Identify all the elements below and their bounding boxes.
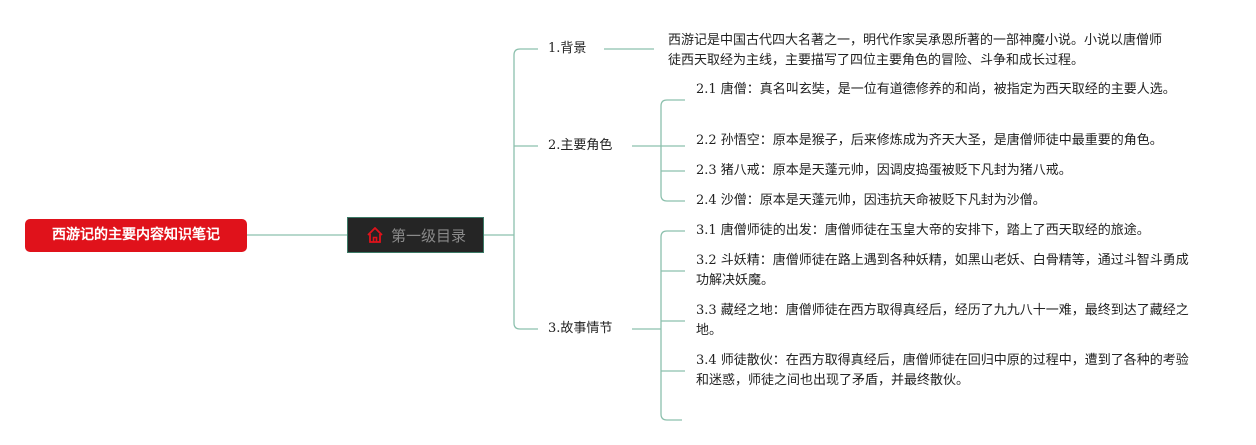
root-title: 西游记的主要内容知识笔记 xyxy=(52,227,220,243)
character-tangseng[interactable]: 2.1 唐僧：真名叫玄奘，是一位有道德修养的和尚，被指定为西天取经的主要人选。 xyxy=(696,82,1176,97)
character-shaseng[interactable]: 2.4 沙僧：原本是天蓬元帅，因违抗天命被贬下凡封为沙僧。 xyxy=(696,193,1046,208)
character-sunwukong[interactable]: 2.2 孙悟空：原本是猴子，后来修炼成为齐天大圣，是唐僧师徒中最重要的角色。 xyxy=(696,133,1163,148)
level1-node[interactable]: 第一级目录 xyxy=(347,217,484,253)
root-node[interactable]: 西游记的主要内容知识笔记 xyxy=(25,219,247,252)
connector-sec3-items xyxy=(660,230,685,421)
plot-demons[interactable]: 3.2 斗妖精：唐僧师徒在路上遇到各种妖精，如黑山老妖、白骨精等，通过斗智斗勇成… xyxy=(696,253,1189,288)
plot-empty-item[interactable] xyxy=(696,411,1196,431)
section-plot[interactable]: 3.故事情节 xyxy=(548,320,612,338)
level1-title: 第一级目录 xyxy=(390,226,466,245)
section-characters[interactable]: 2.主要角色 xyxy=(548,137,612,155)
background-summary[interactable]: 西游记是中国古代四大名著之一，明代作家吴承恩所著的一部神魔小说。小说以唐僧师徒西… xyxy=(668,33,1163,68)
connector-level1-sections xyxy=(513,48,538,330)
character-zhubajie[interactable]: 2.3 猪八戒：原本是天蓬元帅，因调皮捣蛋被贬下凡封为猪八戒。 xyxy=(696,163,1072,178)
plot-breakup[interactable]: 3.4 师徒散伙：在西方取得真经后，唐僧师徒在回归中原的过程中，遭到了各种的考验… xyxy=(696,353,1189,388)
plot-scripture-place[interactable]: 3.3 藏经之地：唐僧师徒在西方取得真经后，经历了九九八十一难，最终到达了藏经之… xyxy=(696,303,1189,338)
section-label: 2.主要角色 xyxy=(548,138,613,153)
section-label: 3.故事情节 xyxy=(548,321,613,336)
home-icon xyxy=(365,225,385,245)
connector-sec2-items xyxy=(660,99,685,202)
section-label: 1.背景 xyxy=(548,41,587,56)
plot-departure[interactable]: 3.1 唐僧师徒的出发：唐僧师徒在玉皇大帝的安排下，踏上了西天取经的旅途。 xyxy=(696,223,1150,238)
section-background[interactable]: 1.背景 xyxy=(548,40,586,58)
